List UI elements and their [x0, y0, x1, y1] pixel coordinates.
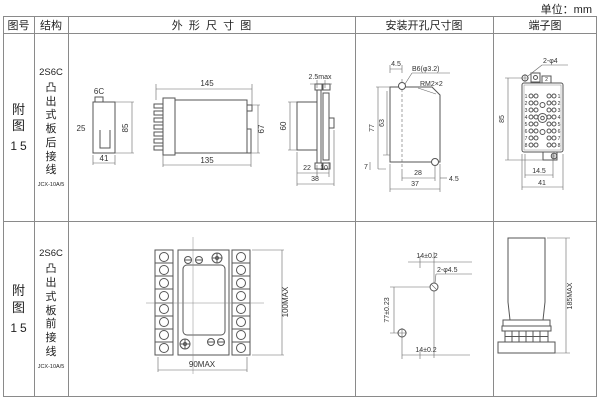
dim-14-5: 14.5: [532, 168, 546, 175]
terminal-column-left: [154, 249, 174, 356]
table-border-right: [596, 16, 597, 397]
structure-text: 凸出式板后接线: [45, 81, 57, 177]
dim-41: 41: [100, 154, 109, 163]
dim-100max: 100MAX: [281, 286, 290, 317]
terminal-num-right: 5: [558, 122, 561, 128]
socket-body: [146, 237, 264, 374]
terminal-num-left: 6: [525, 129, 528, 135]
table-border-bottom: [3, 396, 597, 397]
dim-10: 10: [320, 165, 328, 172]
table-border-top: [3, 16, 597, 17]
terminal-drawing-front-wiring: 185MAX: [497, 237, 574, 354]
terminal-num-right: 3: [558, 108, 561, 114]
col-divider-2: [68, 16, 69, 397]
fig-label: 附图: [11, 101, 25, 133]
col-header-terminal: 端子图: [528, 19, 562, 32]
front-view: 145 135 67: [153, 79, 266, 167]
fig-cell-row2: 附图 15: [3, 222, 34, 396]
structure-cell-row1: 2S6C 凸出式板后接线 JCX-10A/5: [34, 34, 68, 221]
dim-90max: 90MAX: [189, 360, 216, 369]
dim-85: 85: [121, 123, 130, 132]
model-code: 2S6C: [39, 66, 63, 78]
terminal-num-right: 1: [558, 94, 561, 100]
dim-2-5max: 2.5max: [309, 74, 332, 81]
col-divider-1: [34, 16, 35, 397]
dim-offset-top: 4.5: [391, 61, 401, 68]
mounting-ear: [521, 72, 541, 83]
fig-cell-row1: 附图 15: [3, 34, 34, 221]
outline-drawing-rear-wiring: 6C 25 85 41 145 135 67: [77, 74, 335, 186]
terminal-num-left: 4: [525, 115, 528, 121]
terminal-num-left: 1: [525, 94, 528, 100]
terminal-num-left: 5: [525, 122, 528, 128]
table-border-left: [3, 16, 4, 397]
mounting-drawing-rear-wiring: 4.5 B6(φ3.2) RM2×2 77 63 7 28 37 4.5: [364, 61, 459, 192]
fig-label: 附图: [11, 283, 25, 315]
dim-77: 77: [369, 124, 376, 132]
col-header-fig-no: 图号: [7, 19, 30, 32]
dim-135: 135: [200, 156, 214, 165]
dim-offset-right: 4.5: [449, 176, 459, 183]
fig-number: 15: [10, 320, 30, 335]
structure-text: 凸出式板前接线: [45, 263, 57, 358]
dim-67: 67: [257, 124, 266, 133]
col-header-structure: 结构: [40, 19, 62, 32]
dim-6c: 6C: [94, 87, 104, 96]
col-header-mounting: 安装开孔尺寸图: [385, 19, 463, 32]
dim-7: 7: [364, 164, 368, 171]
dim-38: 38: [311, 176, 319, 183]
dim-85: 85: [499, 115, 506, 123]
terminal-num-right: 7: [558, 136, 561, 142]
outline-drawing-front-wiring: 90MAX 100MAX: [146, 237, 290, 374]
structure-cell-row2: 2S6C 凸出式板前接线 JCX-10A/5: [34, 222, 68, 396]
side-view: 6C 25 85 41: [77, 87, 134, 165]
terminal-num-right: 4: [558, 115, 561, 121]
bottom-tab: [542, 151, 558, 161]
terminal-num-left: 8: [525, 143, 528, 149]
dim-14-bottom: 14±0.2: [415, 347, 436, 354]
terminal-tab-num: 2: [545, 77, 548, 83]
panel-view: 2.5max 60 22 10 38: [279, 74, 335, 186]
terminal-num-left: 2: [525, 101, 528, 107]
terminal-num-left: 7: [525, 136, 528, 142]
terminal-drawing-rear-wiring: 2-φ4 2 1 2 3 4 5 6 7 8 1 2 3 4 5 6 7 8 8…: [499, 58, 568, 190]
header-divider: [3, 33, 597, 34]
model-code: 2S6C: [39, 248, 63, 260]
terminal-num-right: 6: [558, 129, 561, 135]
col-header-outline: 外 形 尺 寸 图: [171, 19, 252, 32]
dim-145: 145: [200, 79, 214, 88]
col-divider-4: [493, 16, 494, 397]
mounting-drawing-front-wiring: 14±0.2 2-φ4.5 77±0.23 14±0.2: [384, 252, 472, 359]
dim-28: 28: [414, 170, 422, 177]
terminal-num-right: 8: [558, 143, 561, 149]
col-divider-3: [355, 16, 356, 397]
hole-spec-label: 2-φ4.5: [437, 267, 458, 274]
hole-spec-label: B6(φ3.2): [412, 66, 440, 73]
terminal-num-left: 3: [525, 108, 528, 114]
fig-number: 15: [10, 139, 30, 154]
terminal-column-right: [231, 249, 251, 356]
terminal-hole-label: 2-φ4: [543, 58, 558, 65]
type-code: JCX-10A/5: [37, 182, 65, 189]
dim-185max: 185MAX: [567, 282, 574, 309]
dim-60: 60: [279, 121, 288, 130]
dim-37: 37: [411, 181, 419, 188]
terminal-num-right: 2: [558, 101, 561, 107]
dim-14-top: 14±0.2: [416, 253, 437, 260]
dim-63: 63: [379, 119, 386, 127]
dim-77: 77±0.23: [384, 297, 391, 322]
unit-label: 单位：mm: [540, 4, 592, 16]
dim-22: 22: [303, 165, 311, 172]
terminal-holes: [528, 93, 557, 148]
dim-25: 25: [77, 124, 86, 133]
type-code: JCX-10A/5: [37, 363, 65, 370]
dim-41: 41: [538, 180, 546, 187]
thread-spec-label: RM2×2: [420, 81, 443, 88]
row-divider: [3, 221, 597, 222]
